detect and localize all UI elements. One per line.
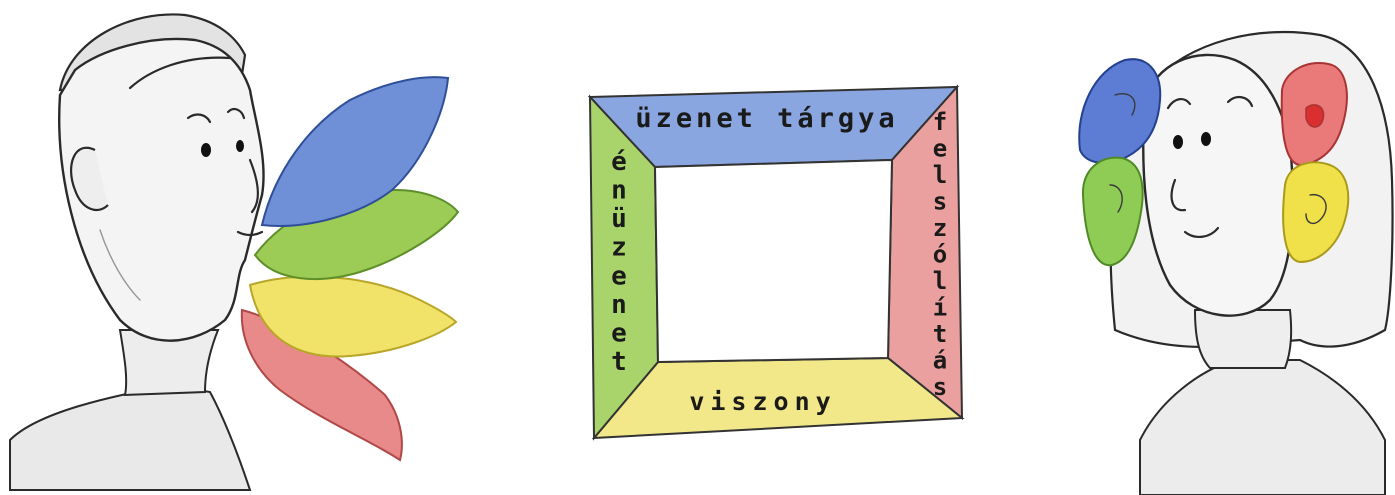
frame-label-right-char: í <box>933 294 947 322</box>
listener-neck <box>1195 310 1291 368</box>
listener-eye-right <box>1201 132 1211 146</box>
frame-label-bottom: viszony <box>689 387 836 416</box>
frame-label-top: üzenet tárgya <box>635 103 898 134</box>
speaker-eye-right <box>236 140 244 152</box>
speaker-shoulders <box>10 385 250 490</box>
frame-label-left-char: n <box>611 290 627 320</box>
frame-label-left-char: e <box>611 261 627 291</box>
frame-label-left-char: e <box>611 318 627 348</box>
frame-label-right-char: z <box>933 214 947 242</box>
ear-red-inner <box>1306 105 1324 127</box>
frame-label-right-char: t <box>933 320 947 348</box>
frame-label-left-char: ü <box>611 204 627 234</box>
listener-eye-left <box>1173 135 1183 149</box>
speaker-eye-left <box>201 143 211 157</box>
frame-label-right-char: s <box>933 373 947 401</box>
frame-label-left-char: z <box>611 233 627 263</box>
listener-with-four-ears-icon <box>1079 32 1392 495</box>
frame-label-right-char: f <box>933 108 947 136</box>
frame-label-right-char: l <box>933 267 947 295</box>
frame-label-right-char: l <box>933 161 947 189</box>
frame-inner-window <box>655 160 892 362</box>
frame-label-left-char: é <box>611 147 627 177</box>
frame-label-right-char: ó <box>933 241 947 269</box>
frame-label-right-char: s <box>933 188 947 216</box>
frame-label-right-char: á <box>933 347 947 375</box>
speaker-with-four-tongues-icon <box>10 14 458 490</box>
frame-label-left-char: n <box>611 176 627 206</box>
frame-label-right-char: e <box>933 135 947 163</box>
listener-face <box>1143 55 1293 316</box>
listener-shoulders <box>1140 360 1385 495</box>
frame-label-left-char: t <box>611 347 627 377</box>
